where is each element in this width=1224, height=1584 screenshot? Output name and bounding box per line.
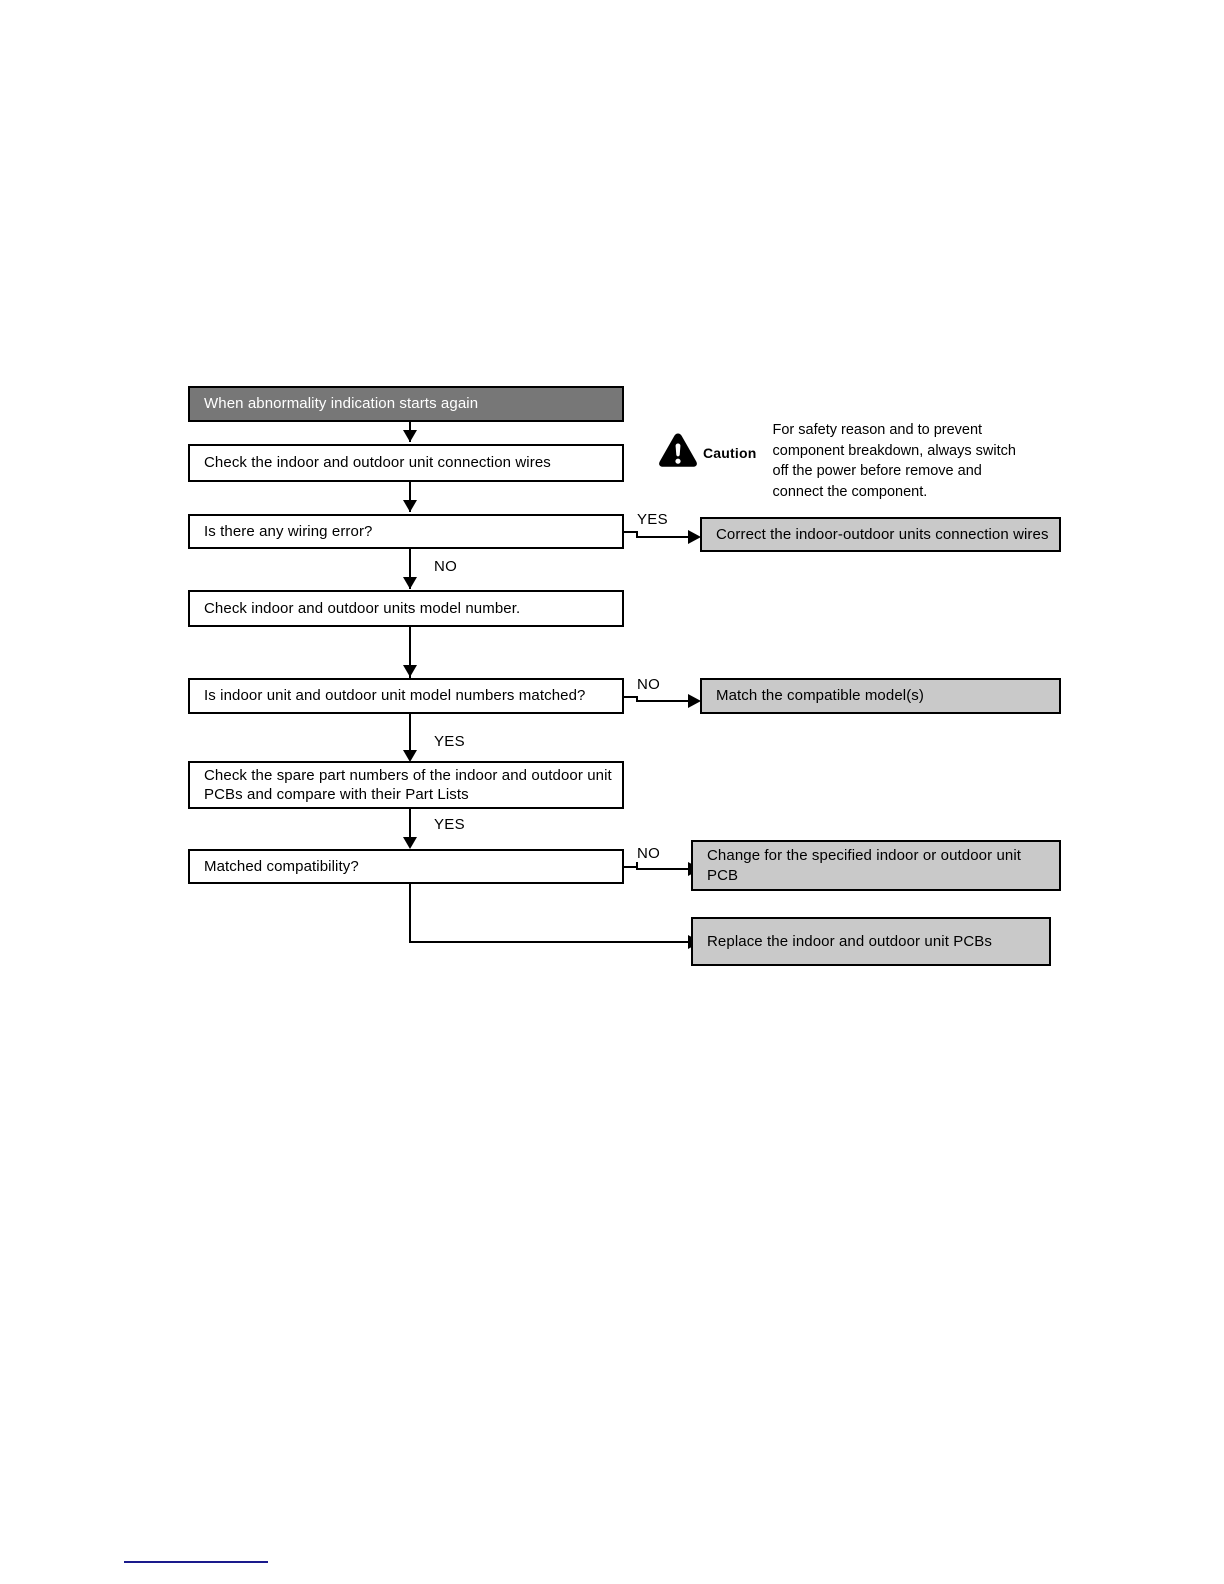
connector-wiring-error-yes-run: [636, 536, 692, 538]
edge-label-model-matched-yes: YES: [434, 733, 465, 750]
edge-label-wiring-error-no: NO: [434, 558, 458, 575]
caution-notice: Caution For safety reason and to prevent…: [658, 420, 1058, 502]
connector-wiring-error-no: [409, 549, 411, 589]
flow-node-change-pcb: Change for the specified indoor or outdo…: [691, 840, 1061, 891]
caution-text: For safety reason and to prevent compone…: [772, 422, 1016, 500]
flow-node-check-wires: Check the indoor and outdoor unit connec…: [188, 444, 624, 482]
flow-node-model-numbers-matched: Is indoor unit and outdoor unit model nu…: [188, 678, 624, 714]
flow-node-check-spare-parts-label: Check the spare part numbers of the indo…: [204, 766, 612, 803]
connector-compatibility-no-top: [624, 866, 638, 868]
warning-triangle-icon: [658, 432, 698, 473]
flow-node-check-spare-parts: Check the spare part numbers of the indo…: [188, 761, 624, 809]
flow-node-correct-wires-label: Correct the indoor-outdoor units connect…: [716, 525, 1049, 543]
connector-compatibility-no-run: [636, 868, 692, 870]
flow-node-check-model-number-label: Check indoor and outdoor units model num…: [204, 599, 521, 617]
flow-node-matched-compatibility: Matched compatibility?: [188, 849, 624, 884]
connector-model-matched-no-top: [624, 696, 638, 698]
flow-node-wiring-error: Is there any wiring error?: [188, 514, 624, 549]
connector-compatibility-no-drop: [636, 862, 638, 870]
edge-label-spare-parts-yes: YES: [434, 816, 465, 833]
arrowhead-start-to-check-wires: [403, 430, 417, 442]
connector-spare-parts-yes: [409, 809, 411, 847]
connector-wiring-error-yes-drop: [636, 531, 638, 538]
edge-label-compatibility-no: NO: [637, 845, 661, 862]
connector-check-wires-to-wiring-error: [409, 482, 411, 512]
connector-check-model-to-matched: [409, 627, 411, 679]
flow-node-matched-compatibility-label: Matched compatibility?: [204, 857, 359, 875]
edge-label-wiring-error-yes: YES: [637, 511, 668, 528]
arrowhead-wiring-error-no: [403, 577, 417, 589]
arrowhead-check-model-to-matched: [403, 665, 417, 677]
connector-model-matched-no-run: [636, 700, 692, 702]
edge-label-model-matched-no: NO: [637, 676, 661, 693]
flow-node-start-label: When abnormality indication starts again: [204, 395, 479, 413]
connector-wiring-error-yes-top: [624, 531, 638, 533]
footer-rule: [124, 1561, 268, 1563]
flow-node-start: When abnormality indication starts again: [188, 386, 624, 422]
connector-final-run: [409, 941, 692, 943]
flow-node-check-wires-label: Check the indoor and outdoor unit connec…: [204, 454, 551, 472]
arrowhead-model-matched-no: [688, 694, 701, 708]
caution-word: Caution: [703, 444, 757, 461]
flow-node-change-pcb-label: Change for the specified indoor or outdo…: [707, 847, 1022, 884]
connector-model-matched-no-drop: [636, 696, 638, 702]
connector-final-drop: [409, 884, 411, 942]
flow-node-replace-pcbs: Replace the indoor and outdoor unit PCBs: [691, 917, 1051, 966]
caution-mark: Caution: [658, 432, 757, 473]
arrowhead-check-wires-to-wiring-error: [403, 500, 417, 512]
flow-node-match-models: Match the compatible model(s): [700, 678, 1061, 714]
flow-node-wiring-error-label: Is there any wiring error?: [204, 522, 373, 540]
arrowhead-spare-parts-yes: [403, 837, 417, 849]
arrowhead-model-matched-yes: [403, 750, 417, 762]
flow-node-check-model-number: Check indoor and outdoor units model num…: [188, 590, 624, 627]
flow-node-match-models-label: Match the compatible model(s): [716, 687, 924, 705]
flow-node-model-numbers-matched-label: Is indoor unit and outdoor unit model nu…: [204, 687, 586, 705]
connector-model-matched-yes: [409, 714, 411, 760]
arrowhead-wiring-error-yes: [688, 530, 701, 544]
flow-node-replace-pcbs-label: Replace the indoor and outdoor unit PCBs: [707, 932, 993, 950]
flow-node-correct-wires: Correct the indoor-outdoor units connect…: [700, 517, 1061, 552]
